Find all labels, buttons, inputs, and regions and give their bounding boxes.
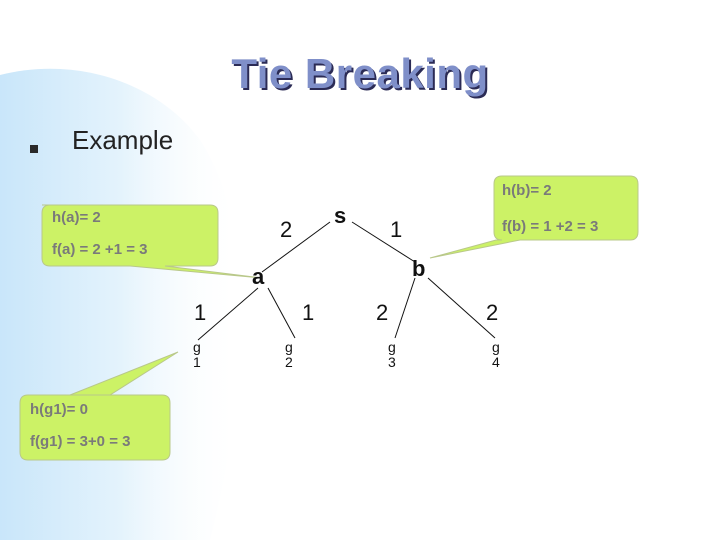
goal-node-g3: g 3 bbox=[388, 339, 396, 370]
bullet-text: Example bbox=[72, 125, 174, 155]
callout-g1: h(g1)= 0 f(g1) = 3+0 = 3 bbox=[19, 351, 179, 461]
goal-g4-letter: g bbox=[492, 339, 500, 355]
callout-g1-h: h(g1)= 0 bbox=[30, 401, 88, 418]
edge-s-b bbox=[351, 221, 416, 263]
node-b: b bbox=[412, 256, 425, 281]
callout-a: h(a)= 2 f(a) = 2 +1 = 3 bbox=[41, 204, 263, 279]
bullet-icon bbox=[30, 145, 38, 153]
edge-label-s-a: 2 bbox=[280, 217, 292, 242]
callout-g1-f: f(g1) = 3+0 = 3 bbox=[30, 433, 130, 450]
callout-b-h: h(b)= 2 bbox=[502, 182, 552, 199]
callout-b-f: f(b) = 1 +2 = 3 bbox=[502, 218, 598, 235]
node-s: s bbox=[334, 203, 346, 228]
node-a: a bbox=[252, 264, 265, 289]
edge-a-g1 bbox=[197, 287, 259, 341]
goal-g3-index: 3 bbox=[388, 354, 396, 370]
edge-a-g2 bbox=[267, 287, 296, 339]
goal-g2-letter: g bbox=[285, 339, 293, 355]
edge-label-b-g4: 2 bbox=[486, 300, 498, 325]
edge-s-a bbox=[261, 221, 331, 273]
callout-a-f: f(a) = 2 +1 = 3 bbox=[52, 241, 147, 258]
goal-node-g1: g 1 bbox=[193, 339, 201, 370]
callout-a-h: h(a)= 2 bbox=[52, 209, 101, 226]
edge-label-s-b: 1 bbox=[390, 217, 402, 242]
goal-g1-letter: g bbox=[193, 339, 201, 355]
goal-g3-letter: g bbox=[388, 339, 396, 355]
edge-label-b-g3: 2 bbox=[376, 300, 388, 325]
slide-title: Tie Breaking bbox=[231, 50, 489, 97]
edge-b-g3 bbox=[394, 277, 416, 339]
edge-label-a-g2: 1 bbox=[302, 300, 314, 325]
edge-label-a-g1: 1 bbox=[194, 300, 206, 325]
goal-node-g4: g 4 bbox=[492, 339, 500, 370]
goal-g1-index: 1 bbox=[193, 354, 201, 370]
goal-g4-index: 4 bbox=[492, 354, 500, 370]
edge-b-g4 bbox=[427, 277, 496, 339]
goal-g2-index: 2 bbox=[285, 354, 293, 370]
goal-node-g2: g 2 bbox=[285, 339, 293, 370]
callout-b: h(b)= 2 f(b) = 1 +2 = 3 bbox=[429, 175, 639, 259]
